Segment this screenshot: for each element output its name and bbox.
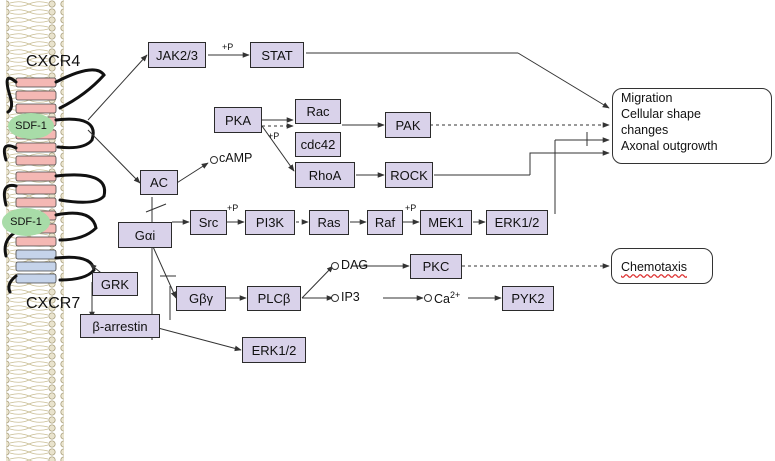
node-pak: PAK [385, 112, 431, 138]
node-erk1-2-upper: ERK1/2 [486, 210, 548, 235]
node-raf: Raf [367, 210, 403, 235]
node-mek1: MEK1 [420, 210, 472, 235]
node-rhoa: RhoA [295, 162, 355, 188]
node-stat: STAT [250, 42, 304, 68]
sdf-1-lower-ligand: SDF-1 [2, 208, 50, 236]
node-jak2-3: JAK2/3 [148, 42, 206, 68]
ip3-label: IP3 [341, 290, 360, 304]
node-plcb: PLCβ [247, 286, 301, 311]
cxcr7-label: CXCR7 [26, 295, 81, 312]
node-pyk2: PYK2 [502, 286, 554, 311]
calcium-charge: 2+ [449, 290, 461, 300]
outcome-line-3: changes [621, 123, 669, 137]
outcome-line-4: Axonal outgrowth [621, 139, 718, 153]
phospho-mek-label: +P [405, 203, 417, 213]
node-cdc42: cdc42 [295, 132, 341, 157]
outcome-chemotaxis-label: Chemotaxis [621, 260, 687, 274]
sdf-1-lower-label: SDF-1 [10, 216, 42, 228]
phospho-pka-label: +P [268, 131, 280, 141]
outcome-line-1: Migration [621, 91, 673, 105]
node-rock: ROCK [385, 162, 433, 188]
sdf-1-upper-ligand: SDF-1 [8, 113, 54, 139]
node-ras: Ras [309, 210, 349, 235]
phospho-pi3k-label: +P [227, 203, 239, 213]
node-beta-arrestin: β-arrestin [80, 314, 160, 338]
cxcr7-receptor [15, 249, 57, 284]
cxcr4-label: CXCR4 [26, 53, 81, 70]
node-pka: PKA [214, 107, 262, 133]
node-pkc: PKC [410, 254, 462, 279]
node-gby: Gβγ [176, 286, 226, 311]
node-erk1-2-lower: ERK1/2 [242, 337, 306, 363]
outcome-migration-box: Migration Cellular shape changes Axonal … [612, 88, 772, 164]
camp-label: cAMP [219, 151, 253, 165]
calcium-symbol: Ca [434, 292, 450, 307]
calcium-label: Ca2+ [434, 291, 460, 306]
sdf-1-upper-label: SDF-1 [15, 120, 47, 132]
node-pi3k: PI3K [245, 210, 295, 235]
node-ac: AC [140, 170, 178, 195]
outcome-line-2: Cellular shape [621, 107, 701, 121]
phospho-stat-label: +P [222, 42, 234, 52]
node-gai: Gαi [118, 222, 172, 248]
node-src: Src [190, 210, 227, 235]
node-grk: GRK [92, 272, 138, 296]
node-rac: Rac [295, 99, 341, 124]
dag-label: DAG [341, 258, 369, 272]
outcome-chemotaxis-box: Chemotaxis [611, 248, 713, 284]
